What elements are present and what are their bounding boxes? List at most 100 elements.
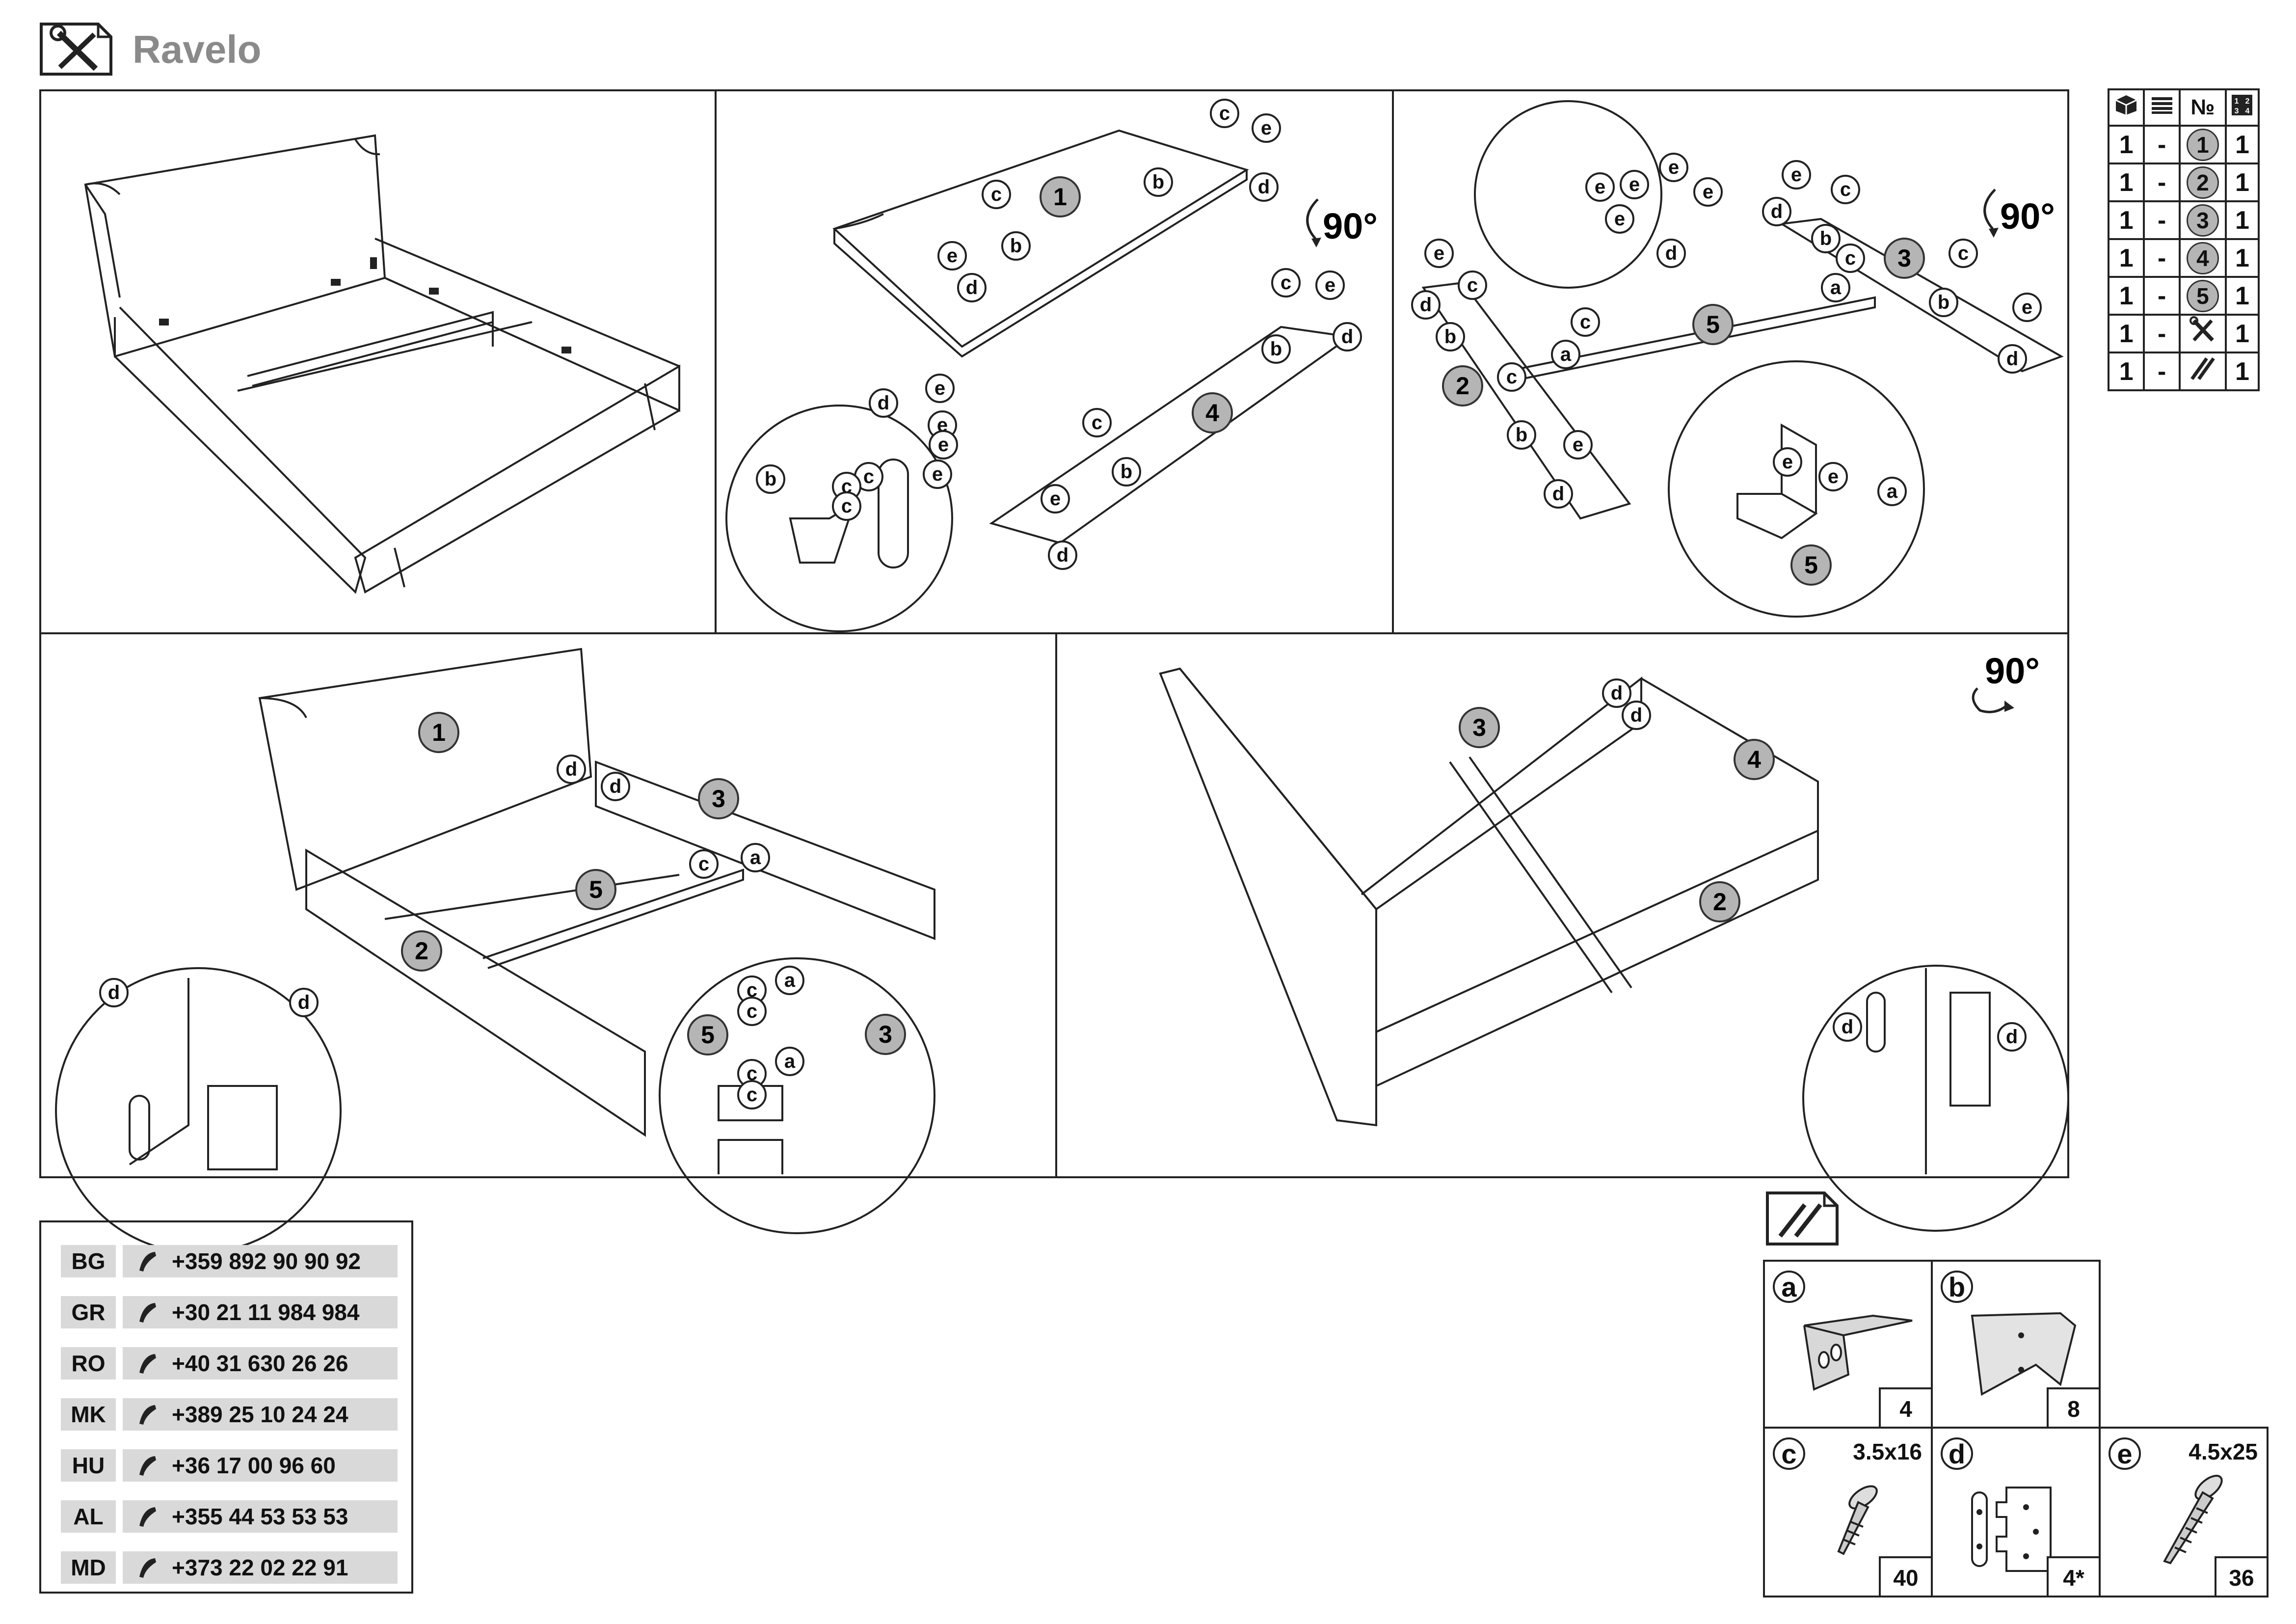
callout-e: e xyxy=(1041,484,1070,514)
tools-icon xyxy=(40,23,112,76)
country-code: MK xyxy=(61,1398,116,1431)
short-screw-icon xyxy=(1837,1485,1878,1555)
part-badge-5: 5 xyxy=(701,1021,715,1049)
part-number-badge: 5 xyxy=(2186,279,2219,312)
headboard-footboard-brackets-illustration: 90° 1 4 c e b d c b e d c e b d c b e d … xyxy=(725,99,1378,632)
svg-text:e: e xyxy=(1668,157,1679,178)
parts-row: 1 - 1 1 xyxy=(2107,125,2260,164)
callout-e: e xyxy=(1782,160,1811,189)
callout-e: e xyxy=(923,460,952,489)
svg-text:e: e xyxy=(1782,451,1793,473)
svg-text:c: c xyxy=(698,853,709,875)
callout-e: e xyxy=(1773,447,1802,477)
country-code: HU xyxy=(61,1449,116,1482)
callout-c: c xyxy=(737,997,767,1026)
svg-text:e: e xyxy=(1261,117,1272,139)
callout-e: e xyxy=(1563,430,1593,460)
callout-e: e xyxy=(1605,204,1634,234)
callout-e: e xyxy=(1620,170,1649,199)
side-rails-brackets-illustration: 90° 2 5 3 5 e d c b c a c b e d e e e e … xyxy=(1411,100,2064,618)
callout-c: c xyxy=(1571,307,1600,337)
screws-icon xyxy=(1766,1191,1839,1245)
callout-d: d xyxy=(1997,1022,2027,1052)
parts-row: 1 - 1 xyxy=(2107,352,2260,391)
svg-text:b: b xyxy=(1516,424,1527,446)
svg-text:d: d xyxy=(2006,1026,2018,1048)
part-number-badge: 4 xyxy=(2186,242,2219,274)
svg-text:d: d xyxy=(2006,348,2018,370)
bracket-mark xyxy=(561,347,571,353)
svg-text:e: e xyxy=(1828,466,1839,487)
callout-c: c xyxy=(1497,362,1526,392)
callout-e: e xyxy=(1252,113,1281,143)
callout-d: d xyxy=(1833,1012,1862,1042)
svg-text:d: d xyxy=(966,277,978,298)
svg-text:b: b xyxy=(1444,326,1456,348)
bracket-mark xyxy=(331,279,341,286)
svg-text:d: d xyxy=(878,392,889,414)
svg-text:c: c xyxy=(863,466,874,487)
rotate-90-label-step2: 90° xyxy=(1323,206,1378,246)
svg-text:d: d xyxy=(108,982,120,1003)
callout-c: c xyxy=(1831,175,1860,204)
part-badge-4: 4 xyxy=(1205,399,1219,427)
corner-bracket-icon xyxy=(1971,1312,2077,1396)
callout-b: b xyxy=(1929,288,1958,317)
svg-text:c: c xyxy=(1580,311,1591,333)
country-code: AL xyxy=(61,1500,116,1533)
callout-d: d xyxy=(1656,239,1686,268)
frame-assembly-illustration: 1 3 5 2 5 3 d d c a d d a c c a c c xyxy=(55,648,935,1254)
bracket-mark xyxy=(429,288,439,295)
svg-text:b: b xyxy=(765,468,776,490)
phone-icon xyxy=(139,1507,156,1527)
svg-text:e: e xyxy=(2022,297,2032,318)
callout-d: d xyxy=(1602,678,1631,708)
part-badge-2: 2 xyxy=(1456,372,1469,400)
svg-text:3: 3 xyxy=(2235,107,2239,115)
stack-icon xyxy=(2143,88,2181,127)
callout-e: e xyxy=(1818,462,1848,491)
svg-text:a: a xyxy=(1560,344,1572,365)
svg-text:c: c xyxy=(747,1084,757,1106)
country-code: RO xyxy=(61,1347,116,1380)
svg-text:a: a xyxy=(1887,481,1898,502)
callout-e: e xyxy=(1315,271,1345,300)
callout-c: c xyxy=(1210,99,1239,128)
callout-e: e xyxy=(1693,177,1723,207)
svg-text:b: b xyxy=(1010,235,1022,257)
country-code: GR xyxy=(61,1296,116,1328)
part-badge-5: 5 xyxy=(1804,551,1818,579)
callout-b: b xyxy=(1261,334,1291,364)
part-number-badge: 1 xyxy=(2186,128,2219,161)
step-4-panel: 1 3 5 2 5 3 d d c a d d a c c a c c xyxy=(39,632,1057,1254)
phone-icon xyxy=(139,1558,156,1578)
phone-number: +30 21 11 984 984 xyxy=(172,1299,360,1325)
callout-e: e xyxy=(1585,172,1615,202)
svg-text:d: d xyxy=(1057,544,1068,566)
callout-c: c xyxy=(1082,408,1112,437)
svg-text:c: c xyxy=(991,184,1002,205)
svg-text:c: c xyxy=(1840,179,1851,200)
part-badge-3: 3 xyxy=(879,1021,892,1048)
svg-text:e: e xyxy=(1629,174,1640,195)
phone-icon xyxy=(139,1303,156,1323)
svg-text:d: d xyxy=(1552,483,1564,505)
bracket-mark xyxy=(370,257,377,269)
svg-text:d: d xyxy=(1665,243,1677,264)
callout-d: d xyxy=(557,755,586,784)
svg-text:a: a xyxy=(1830,277,1842,298)
svg-text:e: e xyxy=(1325,274,1335,296)
svg-text:c: c xyxy=(1467,274,1478,296)
callout-b: b xyxy=(1144,167,1173,197)
phone-number: +355 44 53 53 53 xyxy=(172,1504,348,1529)
callout-e: e xyxy=(937,241,967,271)
svg-text:e: e xyxy=(932,463,943,485)
callout-d: d xyxy=(1544,479,1573,509)
svg-text:d: d xyxy=(1630,704,1642,726)
callout-d: d xyxy=(869,388,898,418)
hardware-item-e: e 4.5x25 36 xyxy=(2099,1427,2269,1597)
callout-b: b xyxy=(756,464,785,494)
hardware-item-a: a 4 xyxy=(1763,1260,1933,1429)
rotate-90-label-step3: 90° xyxy=(2000,196,2055,237)
